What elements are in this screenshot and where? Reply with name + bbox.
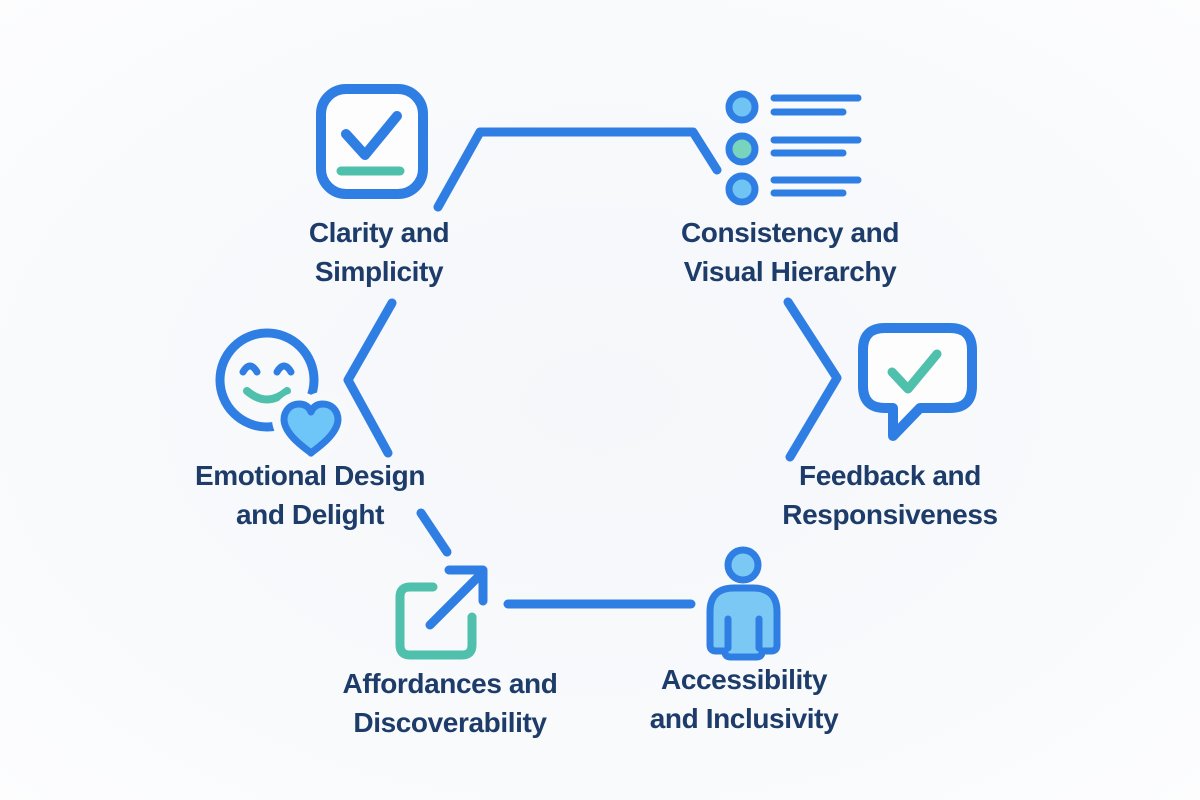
label-feedback: Feedback and Responsiveness — [720, 456, 1060, 534]
speech-bubble-check-icon — [858, 323, 977, 441]
connector-left-chevron — [343, 298, 397, 458]
label-accessibility-line2: and Inclusivity — [649, 703, 839, 734]
label-feedback-line2: Responsiveness — [782, 499, 998, 530]
label-consistency-line1: Consistency and — [680, 217, 900, 248]
connector-right-chevron — [783, 297, 842, 462]
label-affordances: Affordances and Discoverability — [280, 664, 620, 742]
bullet-list-icon — [725, 90, 862, 206]
label-clarity-line1: Clarity and — [308, 217, 450, 248]
label-emotional: Emotional Design and Delight — [140, 456, 480, 534]
smiley-heart-icon — [215, 328, 350, 465]
label-emotional-line2: and Delight — [235, 499, 385, 530]
label-feedback-line1: Feedback and — [799, 460, 981, 491]
external-link-icon — [395, 565, 488, 660]
label-accessibility-line1: Accessibility — [661, 664, 827, 695]
label-accessibility: Accessibility and Inclusivity — [574, 660, 914, 738]
connector-top — [433, 127, 722, 212]
heart-shape — [280, 400, 342, 457]
connector-bottom-left — [416, 508, 452, 557]
person-icon — [706, 546, 781, 661]
label-consistency: Consistency and Visual Hierarchy — [620, 213, 960, 291]
label-affordances-line1: Affordances and — [342, 668, 558, 699]
label-emotional-line1: Emotional Design — [194, 460, 426, 491]
label-consistency-line2: Visual Hierarchy — [683, 256, 897, 287]
checkbox-check-icon — [316, 84, 428, 199]
label-clarity: Clarity and Simplicity — [209, 213, 549, 291]
connector-lines — [343, 127, 842, 609]
label-affordances-line2: Discoverability — [353, 707, 547, 738]
label-clarity-line2: Simplicity — [314, 256, 444, 287]
